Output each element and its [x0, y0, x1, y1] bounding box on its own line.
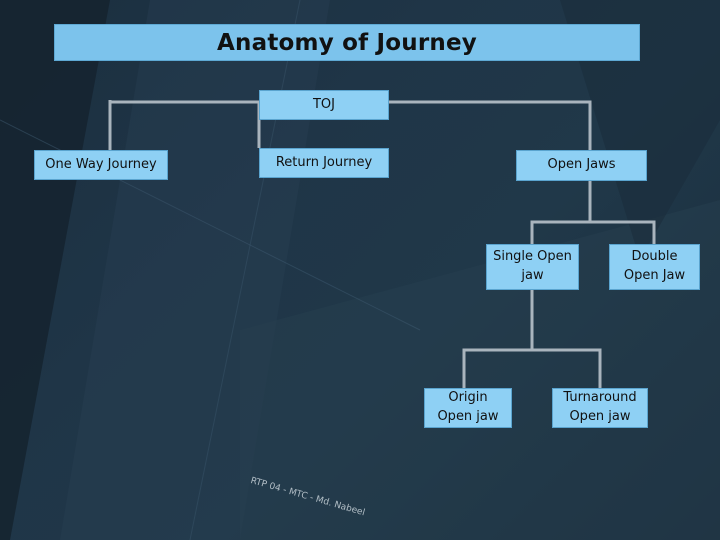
node-toj-label: TOJ [312, 96, 335, 112]
node-return-journey: Return Journey [259, 148, 389, 178]
node-one-way-journey-label: One Way Journey [45, 156, 157, 172]
node-single-open-jaw-label: Single Open jaw [493, 249, 572, 283]
node-turnaround-open-jaw: Turnaround Open jaw [552, 388, 648, 428]
node-origin-open-jaw: Origin Open jaw [424, 388, 512, 428]
title-bar: Anatomy of Journey [54, 24, 640, 61]
background-panel-right [560, 0, 720, 260]
node-return-journey-label: Return Journey [275, 154, 373, 170]
node-double-open-jaw: Double Open Jaw [609, 244, 700, 290]
node-open-jaws: Open Jaws [516, 150, 647, 181]
node-toj: TOJ [259, 90, 389, 120]
node-origin-open-jaw-label: Origin Open jaw [437, 390, 499, 424]
page-title: Anatomy of Journey [217, 29, 477, 56]
node-single-open-jaw: Single Open jaw [486, 244, 579, 290]
node-open-jaws-label: Open Jaws [547, 157, 616, 173]
node-one-way-journey: One Way Journey [34, 150, 168, 180]
background-panel-center [60, 0, 330, 540]
node-turnaround-open-jaw-label: Turnaround Open jaw [563, 390, 637, 424]
background-panel-left [0, 0, 110, 540]
node-double-open-jaw-label: Double Open Jaw [623, 249, 686, 283]
